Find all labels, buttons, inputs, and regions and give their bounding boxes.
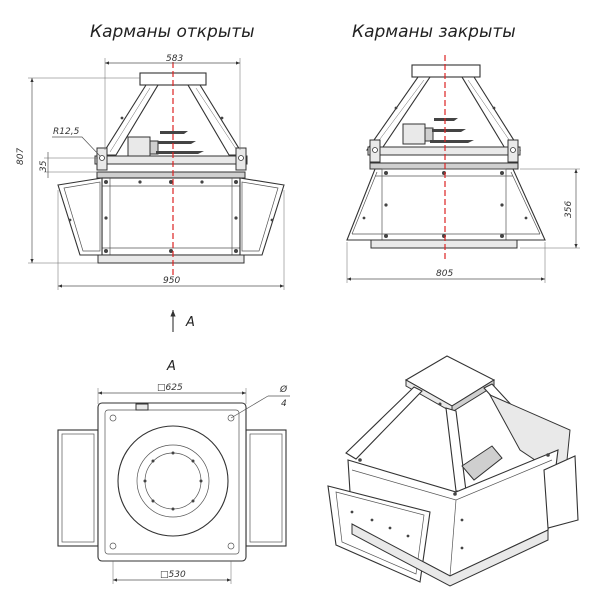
dimension-805: 805	[346, 242, 546, 283]
svg-text:950: 950	[163, 276, 180, 286]
base-plate	[97, 254, 245, 264]
dimension-35: 35	[39, 152, 98, 178]
dimension-807: 807	[16, 77, 140, 264]
title-pockets-closed: Карманы закрыты	[352, 22, 516, 42]
fan-body-closed	[346, 168, 546, 241]
dimension-radius: R12,5	[52, 127, 101, 157]
svg-text:R12,5: R12,5	[53, 127, 80, 137]
svg-text:□625: □625	[157, 383, 183, 393]
corner-hole	[227, 542, 235, 550]
title-pockets-open: Карманы открыты	[90, 22, 255, 42]
svg-text:583: 583	[166, 54, 183, 64]
svg-text:807: 807	[16, 148, 26, 165]
corner-hole	[227, 414, 235, 422]
view-pockets-open: 583 807 R12,5 35 950	[16, 54, 285, 332]
dimension-583: 583	[104, 54, 241, 150]
dimension-356: 356	[520, 168, 580, 249]
section-label-a: A	[166, 359, 176, 374]
svg-text:35: 35	[39, 160, 49, 172]
svg-text:□530: □530	[160, 570, 186, 580]
iso-pocket-right	[543, 455, 579, 529]
top-cap-closed	[411, 64, 481, 78]
view-isometric	[327, 355, 579, 587]
inlet-outer-ring	[117, 425, 229, 537]
base-plate-closed	[370, 239, 518, 249]
svg-text:A: A	[185, 315, 195, 330]
motor-closed	[402, 123, 426, 145]
view-pockets-closed: 356 805	[346, 55, 580, 283]
dimension-530: □530	[112, 561, 232, 584]
corner-hole	[109, 414, 117, 422]
dimension-hole: Ø 4	[230, 384, 290, 419]
pocket-left-top	[57, 429, 99, 547]
corner-hole	[109, 542, 117, 550]
svg-text:4: 4	[281, 399, 287, 409]
iso-top-cap	[404, 355, 496, 407]
motor	[127, 136, 151, 158]
dimension-625: □625	[97, 383, 247, 404]
svg-text:805: 805	[436, 269, 453, 279]
view-arrow-a: A	[170, 310, 195, 332]
impeller-bolts	[143, 451, 203, 511]
dimension-950: 950	[57, 190, 285, 290]
view-a-top: A □625	[57, 359, 290, 584]
housing-square	[97, 402, 247, 562]
svg-text:Ø: Ø	[279, 384, 288, 395]
pocket-right-top	[245, 429, 287, 547]
inlet-ring	[136, 444, 210, 518]
iso-motor	[461, 445, 503, 481]
fan-body	[101, 177, 241, 256]
pyramid-frame	[101, 84, 244, 156]
svg-text:356: 356	[564, 201, 574, 218]
